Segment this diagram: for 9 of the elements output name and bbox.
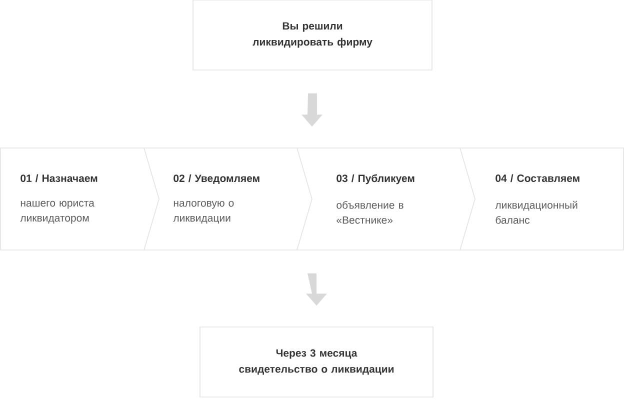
text-box: Через 3 месяца свидетельство о ликвидации <box>200 326 434 398</box>
step-label: 02 / Уведомляем налоговую о ликвидации <box>173 174 260 224</box>
step-label: 03 / Публикуем объявление в «Вестнике» <box>336 174 414 224</box>
down-arrow <box>306 273 327 306</box>
step-label: 04 / Составляем ликвидационный баланс <box>495 174 580 224</box>
segmented-band <box>0 148 624 250</box>
text-box: Вы решили ликвидировать фирму <box>192 0 432 70</box>
step-label: 01 / Назначаем нашего юриста ликвидатором <box>20 174 98 224</box>
down-arrow <box>302 93 322 127</box>
